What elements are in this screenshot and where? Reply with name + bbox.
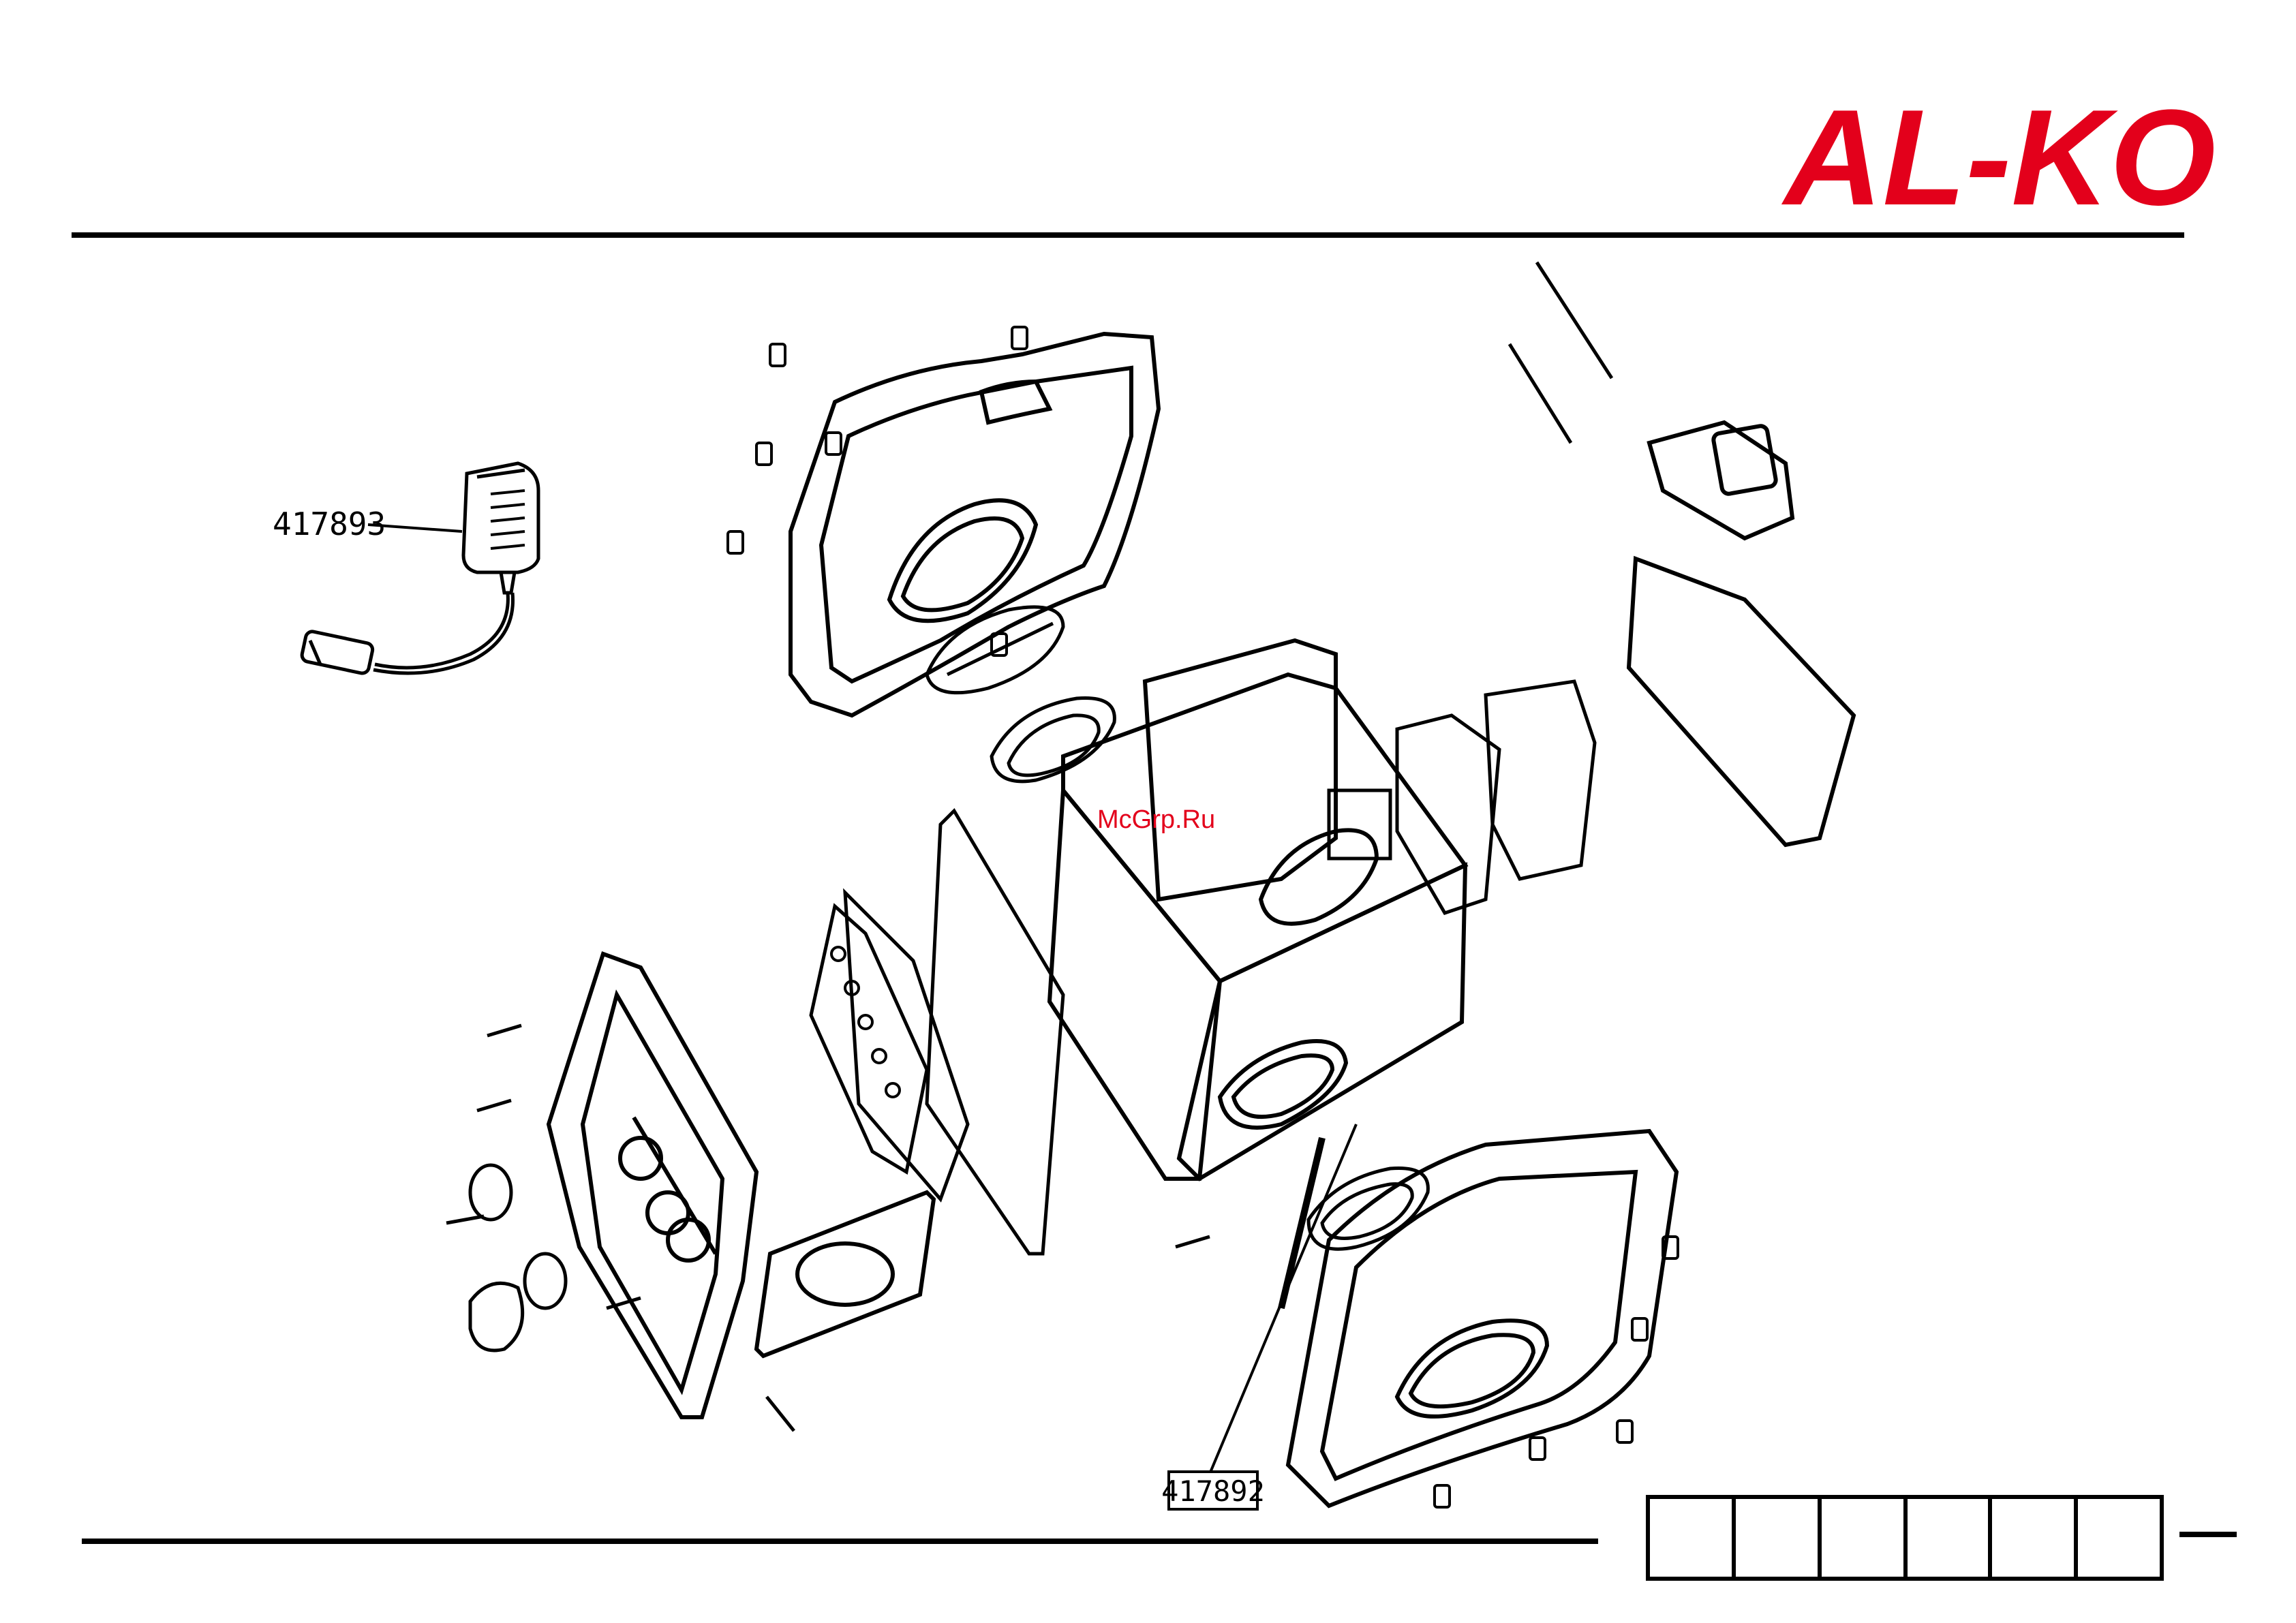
footer-boxes xyxy=(1648,1497,2162,1579)
charger-part-number: 417893 xyxy=(273,506,386,542)
watermark: McGrp.Ru xyxy=(1097,805,1215,834)
front-frame xyxy=(549,954,756,1417)
radio-part-number: 417892 xyxy=(1161,1474,1265,1508)
rear-panel xyxy=(845,811,1063,1254)
antenna-rods xyxy=(1510,262,1612,443)
screws-top-left xyxy=(728,327,1027,655)
brand-logo: AL-KO xyxy=(1781,82,2216,234)
power-adapter-drawing xyxy=(301,463,538,675)
speaker-ring-top xyxy=(992,698,1114,781)
control-pcb xyxy=(811,906,927,1172)
battery-pack xyxy=(1629,422,1854,845)
main-housing xyxy=(1050,640,1465,1179)
speaker-ring-bottom xyxy=(1308,1168,1428,1249)
top-handle-frame xyxy=(791,334,1159,715)
radio-leader-line xyxy=(1206,1124,1356,1482)
screws-bottom-right xyxy=(1435,1237,1678,1507)
speaker-mount-plate xyxy=(756,1192,934,1356)
bottom-handle-frame xyxy=(1288,1131,1677,1506)
